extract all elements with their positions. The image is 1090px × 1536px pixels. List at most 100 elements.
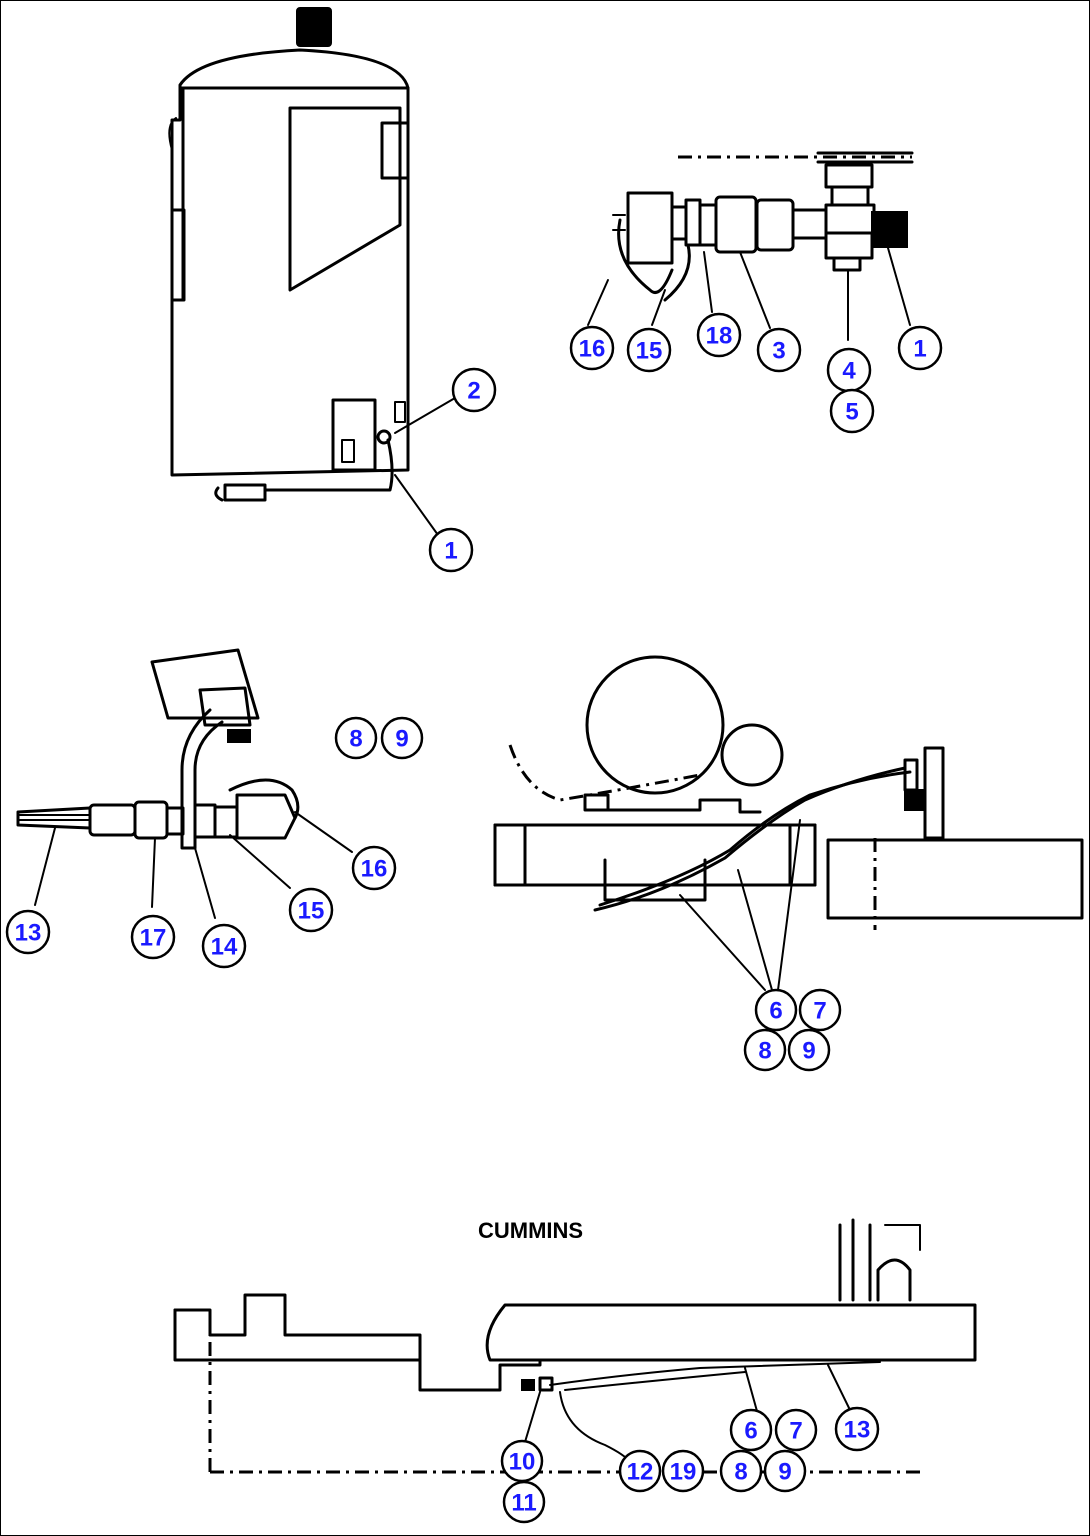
callout-number: 15 — [636, 338, 663, 365]
callout-circle — [502, 1480, 546, 1524]
callout-number: 15 — [298, 898, 325, 925]
callout-mid-left-9: 9 — [380, 716, 424, 760]
callout-circle — [787, 1028, 831, 1072]
callout-number: 17 — [140, 925, 167, 952]
callout-number: 1 — [913, 336, 926, 363]
callout-number: 16 — [361, 856, 388, 883]
callout-number: 13 — [844, 1417, 871, 1444]
callout-bottom-11: 11 — [502, 1480, 546, 1524]
callout-number: 1 — [444, 538, 457, 565]
callout-circle — [288, 887, 334, 933]
callout-bottom-13: 13 — [834, 1406, 880, 1452]
callout-circle — [351, 845, 397, 891]
callout-circle — [428, 527, 474, 573]
cylinder-view — [493, 655, 1084, 991]
callout-circle — [696, 312, 742, 358]
tank-panel — [288, 106, 402, 292]
callout-circle — [380, 716, 424, 760]
callout-circle — [754, 988, 798, 1032]
callout-circle — [829, 388, 875, 434]
callout-number: 16 — [579, 336, 606, 363]
callout-number: 7 — [789, 1418, 802, 1445]
callout-bottom-12: 12 — [618, 1449, 662, 1493]
callout-circle — [719, 1449, 763, 1493]
callout-number: 13 — [15, 920, 42, 947]
sensor-block — [150, 648, 260, 720]
callout-circle — [618, 1449, 662, 1493]
callout-mid-right-6: 6 — [754, 988, 798, 1032]
callout-bottom-9: 9 — [763, 1449, 807, 1493]
callout-circle — [798, 988, 842, 1032]
callout-top-right-18: 18 — [696, 312, 742, 358]
callout-bottom-19: 19 — [661, 1449, 705, 1493]
callout-circle — [5, 909, 51, 955]
callout-bottom-6: 6 — [729, 1408, 773, 1452]
callout-number: 2 — [467, 378, 480, 405]
callout-number: 9 — [802, 1038, 815, 1065]
tank-bracket — [380, 121, 410, 180]
callout-top-left-1: 1 — [428, 527, 474, 573]
callout-number: 18 — [706, 323, 733, 350]
callout-circle — [451, 367, 497, 413]
callout-circle — [763, 1449, 807, 1493]
callout-circle — [569, 325, 615, 371]
callout-number: 4 — [842, 358, 856, 385]
callout-mid-right-7: 7 — [798, 988, 842, 1032]
callout-circle — [201, 923, 247, 969]
callout-top-right-15: 15 — [626, 327, 672, 373]
callout-mid-left-13: 13 — [5, 909, 51, 955]
callout-circle — [834, 1406, 880, 1452]
callout-number: 12 — [627, 1459, 654, 1486]
callout-circle — [661, 1449, 705, 1493]
callout-number: 8 — [349, 726, 362, 753]
callout-number: 8 — [734, 1459, 747, 1486]
callout-mid-right-9: 9 — [787, 1028, 831, 1072]
callout-number: 7 — [813, 998, 826, 1025]
fitting-assembly — [587, 151, 914, 341]
cylinder-body — [493, 823, 817, 887]
callout-mid-left-17: 17 — [130, 914, 176, 960]
sensor-hose-view — [16, 648, 353, 919]
callout-circle — [626, 327, 672, 373]
tank-switch-box — [331, 398, 377, 472]
callout-top-right-16: 16 — [569, 325, 615, 371]
callout-number: 19 — [670, 1459, 697, 1486]
callout-number: 9 — [778, 1459, 791, 1486]
callout-number: 11 — [511, 1490, 536, 1517]
callout-top-right-4: 4 — [826, 347, 872, 393]
callout-number: 8 — [758, 1038, 771, 1065]
callout-mid-left-15: 15 — [288, 887, 334, 933]
callout-mid-left-16: 16 — [351, 845, 397, 891]
callout-circle — [729, 1408, 773, 1452]
callout-number: 5 — [845, 399, 858, 426]
callout-mid-right-8: 8 — [743, 1028, 787, 1072]
callout-mid-left-8: 8 — [334, 716, 378, 760]
tank-view — [168, 7, 410, 502]
callout-top-right-1: 1 — [897, 325, 943, 371]
callout-bottom-8: 8 — [719, 1449, 763, 1493]
callout-bottom-10: 10 — [500, 1439, 544, 1483]
callout-circle — [897, 325, 943, 371]
tank-wire — [263, 438, 394, 492]
callout-number: 9 — [395, 726, 408, 753]
callout-mid-left-14: 14 — [201, 923, 247, 969]
tank-cap — [296, 7, 332, 47]
callout-circle — [774, 1408, 818, 1452]
callout-top-right-5: 5 — [829, 388, 875, 434]
callout-number: 6 — [769, 998, 782, 1025]
callout-top-left-2: 2 — [451, 367, 497, 413]
callout-number: 6 — [744, 1418, 757, 1445]
callout-circle — [334, 716, 378, 760]
callout-top-right-3: 3 — [756, 327, 802, 373]
callout-number: 10 — [509, 1449, 536, 1476]
callout-number: 3 — [772, 338, 785, 365]
engine-label: CUMMINS — [478, 1218, 583, 1243]
callout-bottom-7: 7 — [774, 1408, 818, 1452]
callout-circle — [756, 327, 802, 373]
engine-view: CUMMINS — [173, 1218, 977, 1474]
callout-number: 14 — [211, 934, 238, 961]
callout-circle — [743, 1028, 787, 1072]
callout-circle — [130, 914, 176, 960]
